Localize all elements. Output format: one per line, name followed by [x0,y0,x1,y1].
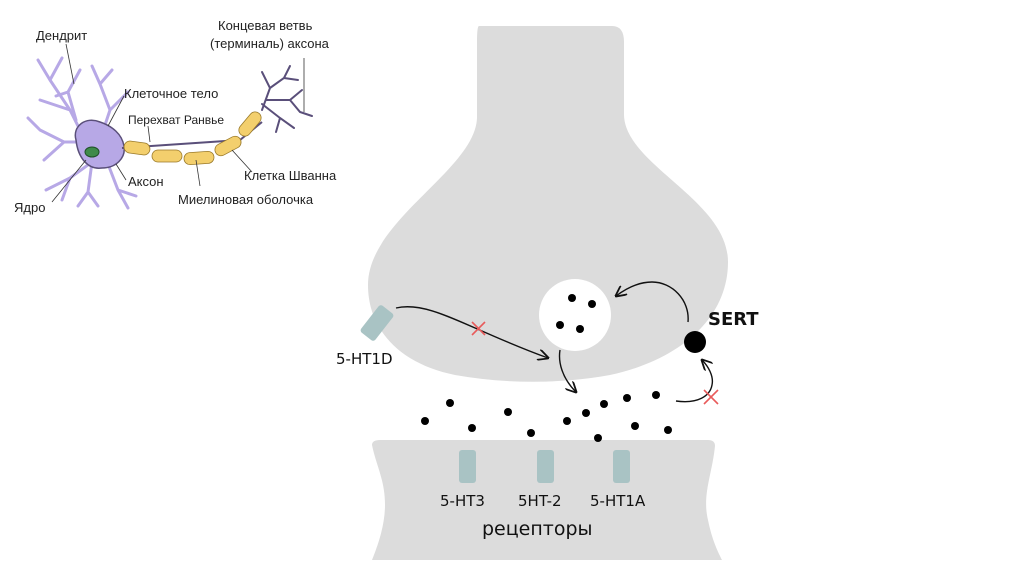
myelin-sheath [123,111,262,166]
receptor-5ht1a [613,450,630,483]
neuron-illustration-panel: Дендрит Концевая ветвь (терминаль) аксон… [0,0,368,230]
label-ranvier-node: Перехват Ранвье [128,113,225,127]
cell-body [74,119,125,169]
label-dendrite: Дендрит [36,28,88,43]
receptor-5ht2 [537,450,554,483]
label-leaders [51,43,305,203]
arrow-icon [558,349,576,392]
label-axon-terminal-2: (терминаль) аксона [210,36,329,51]
nucleus [84,146,100,158]
sert-transporter [684,331,706,353]
label-schwann-cell: Клетка Шванна [244,168,337,183]
arrow-icon [395,306,548,358]
blocked-x-icon [703,389,719,405]
label-5ht3: 5-HT3 [440,492,485,510]
label-5ht1d: 5-HT1D [336,350,393,368]
presynaptic-terminal [368,26,728,382]
axon-terminal [261,65,313,133]
label-axon-terminal-1: Концевая ветвь [218,18,313,33]
blocked-x-icon [471,321,486,336]
neuron-illustration [26,43,313,210]
label-axon: Аксон [128,174,164,189]
label-myelin-sheath: Миелиновая оболочка [178,192,314,207]
label-cell-body: Клеточное тело [124,86,219,101]
label-nucleus: Ядро [14,200,46,215]
receptor-5ht1d [360,305,394,341]
vesicle-serotonin [556,294,596,333]
label-5ht1a: 5-HT1A [590,492,646,510]
receptor-5ht3 [459,450,476,483]
arrow-icon [675,360,714,403]
label-receptors: рецепторы [482,518,593,540]
cleft-serotonin [421,391,672,442]
dendrites [26,56,138,210]
arrow-icon [616,281,689,323]
label-sert: SERT [708,309,759,330]
label-5ht2: 5HT-2 [518,492,562,510]
vesicle [539,279,611,351]
